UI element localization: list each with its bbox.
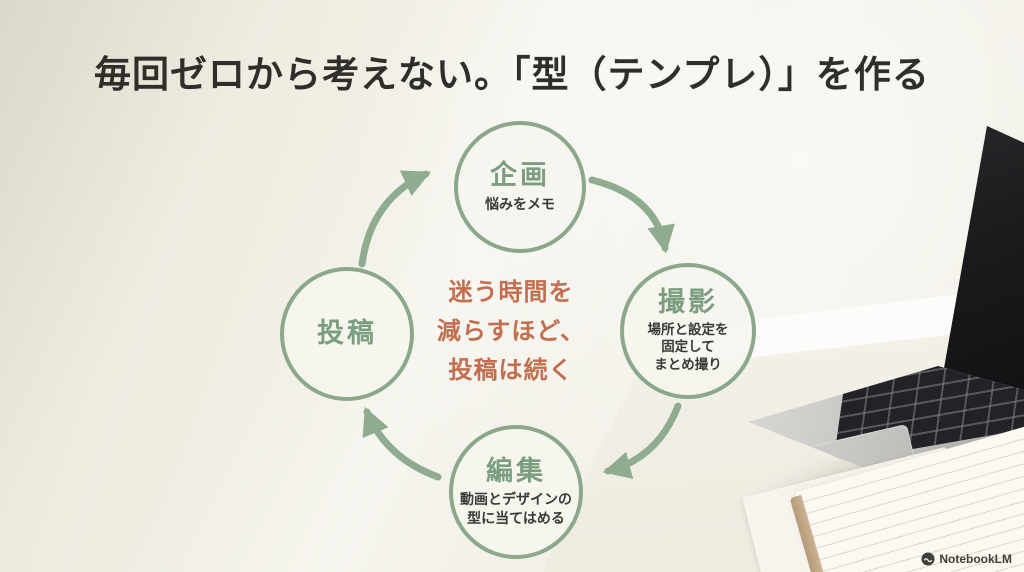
node-post-label: 投稿: [317, 318, 377, 349]
watermark: NotebookLM: [921, 552, 1012, 566]
node-shoot-subtext: 場所と設定を 固定して まとめ撮り: [648, 321, 729, 374]
center-message: 迷う時間を 減らすほど、 投稿は続く: [400, 274, 622, 391]
node-edit-subtext-line2: 型に当てはめる: [467, 509, 565, 526]
node-shoot-label: 撮影: [658, 286, 718, 317]
node-edit-subtext-line1: 動画とデザインの: [460, 491, 572, 508]
node-shoot-subtext-line2: 固定して: [661, 339, 715, 355]
node-edit-subtext: 動画とデザインの 型に当てはめる: [460, 490, 572, 527]
node-plan-label: 企画: [490, 159, 550, 190]
cycle-node-post: 投稿: [280, 267, 414, 401]
center-message-line1: 迷う時間を: [448, 279, 574, 306]
slide-title: 毎回ゼロから考えない。「型（テンプレ）」を作る: [94, 54, 930, 95]
arrow-plan-to-shoot: [588, 176, 675, 254]
cycle-node-edit: 編集 動画とデザインの 型に当てはめる: [449, 425, 583, 559]
node-plan-subtext: 悩みをメモ: [485, 195, 555, 212]
notebooklm-logo-icon: [921, 552, 935, 566]
arrow-post-to-plan: [358, 170, 432, 268]
node-shoot-subtext-line3: まとめ撮り: [654, 357, 722, 373]
center-message-line2: 減らすほど、: [436, 317, 586, 345]
node-edit-label: 編集: [486, 455, 546, 486]
node-shoot-subtext-line1: 場所と設定を: [647, 321, 729, 337]
cycle-node-shoot: 撮影 場所と設定を 固定して まとめ撮り: [620, 263, 756, 399]
arrow-shoot-to-edit: [602, 402, 682, 479]
center-message-line3: 投稿は続く: [448, 356, 574, 384]
cycle-node-plan: 企画 悩みをメモ: [454, 121, 586, 253]
watermark-label: NotebookLM: [939, 552, 1012, 566]
arrow-edit-to-post: [362, 406, 442, 481]
